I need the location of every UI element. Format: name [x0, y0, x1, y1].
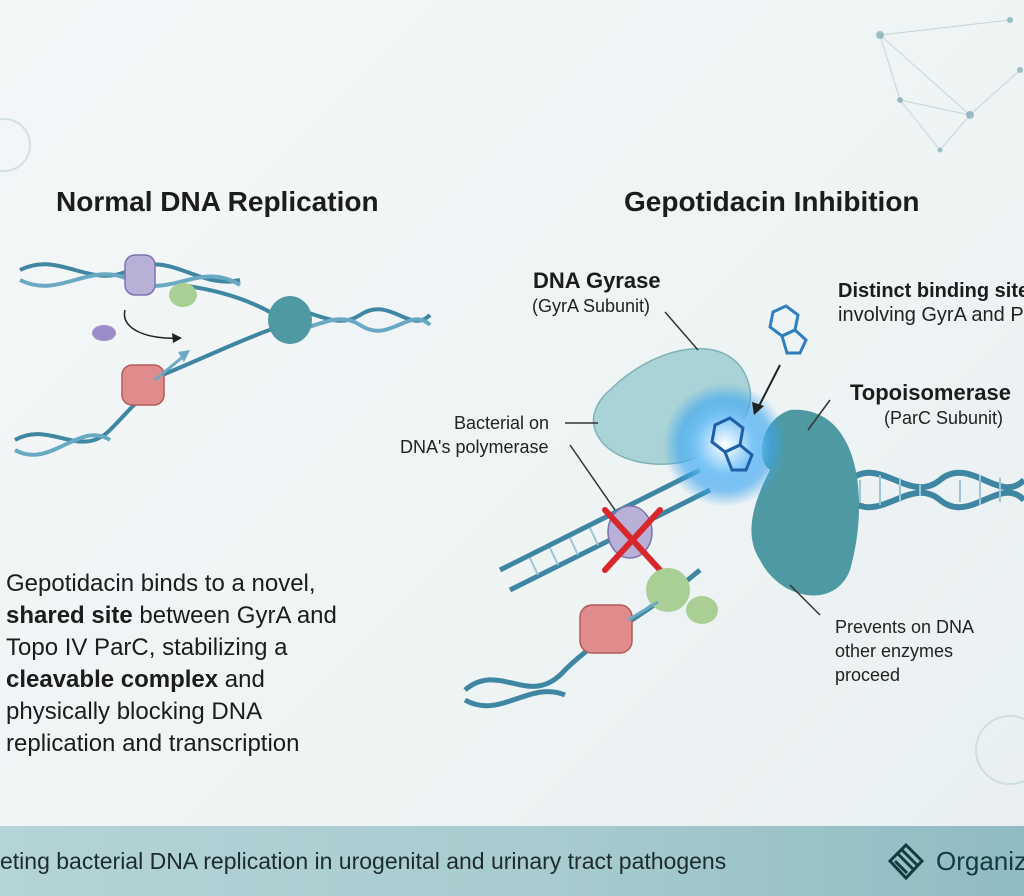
description-line-2-rest: between GyrA and	[132, 602, 337, 629]
mechanism-description: Gepotidacin binds to a novel, shared sit…	[6, 568, 386, 760]
gyrase-label: DNA Gyrase	[533, 268, 661, 293]
description-line-5: physically blocking DNA	[6, 698, 263, 725]
binding-site-label: Distinct binding site	[838, 280, 1024, 302]
description-line-6: replication and transcription	[6, 730, 300, 757]
prevents-label-line-2: other enzymes	[835, 641, 954, 661]
description-line-4: cleavable complex and	[6, 664, 386, 696]
gepotidacin-molecule-icon	[710, 416, 754, 472]
logo-text: Organiz	[936, 846, 1024, 876]
organization-logo-icon	[887, 842, 925, 881]
description-line-1: Gepotidacin binds to a novel,	[6, 570, 316, 597]
footer-text: eting bacterial DNA replication in uroge…	[0, 848, 727, 874]
polymerase-label-line-1: Bacterial on	[454, 413, 550, 433]
gyrase-subunit-label: (GyrA Subunit)	[532, 296, 651, 316]
footer-banner: eting bacterial DNA replication in uroge…	[0, 826, 1024, 896]
block-x-icon	[602, 507, 663, 573]
binding-site-detail: involving GyrA and P	[838, 304, 1024, 326]
description-emphasis-1: shared site	[6, 602, 133, 629]
left-panel-title: Normal DNA Replication	[56, 186, 379, 217]
prevents-label-line-3: proceed	[835, 665, 901, 685]
gepotidacin-molecule-icon-small	[768, 304, 808, 355]
description-line-3: Topo IV ParC, stabilizing a	[6, 634, 288, 661]
right-panel-title: Gepotidacin Inhibition	[624, 186, 920, 217]
description-line-4-rest: and	[218, 666, 265, 693]
polymerase-label-line-2: DNA's polymerase	[400, 437, 549, 457]
normal-replication-diagram	[14, 254, 432, 457]
prevents-label-line-1: Prevents on DNA	[835, 617, 975, 637]
topoisomerase-subunit-label: (ParC Subunit)	[884, 408, 1004, 428]
topoisomerase-label: Topoisomerase	[850, 380, 1011, 405]
description-emphasis-2: cleavable complex	[6, 666, 219, 693]
description-line-2: shared site between GyrA and	[6, 600, 386, 632]
inhibition-diagram	[463, 304, 1024, 709]
